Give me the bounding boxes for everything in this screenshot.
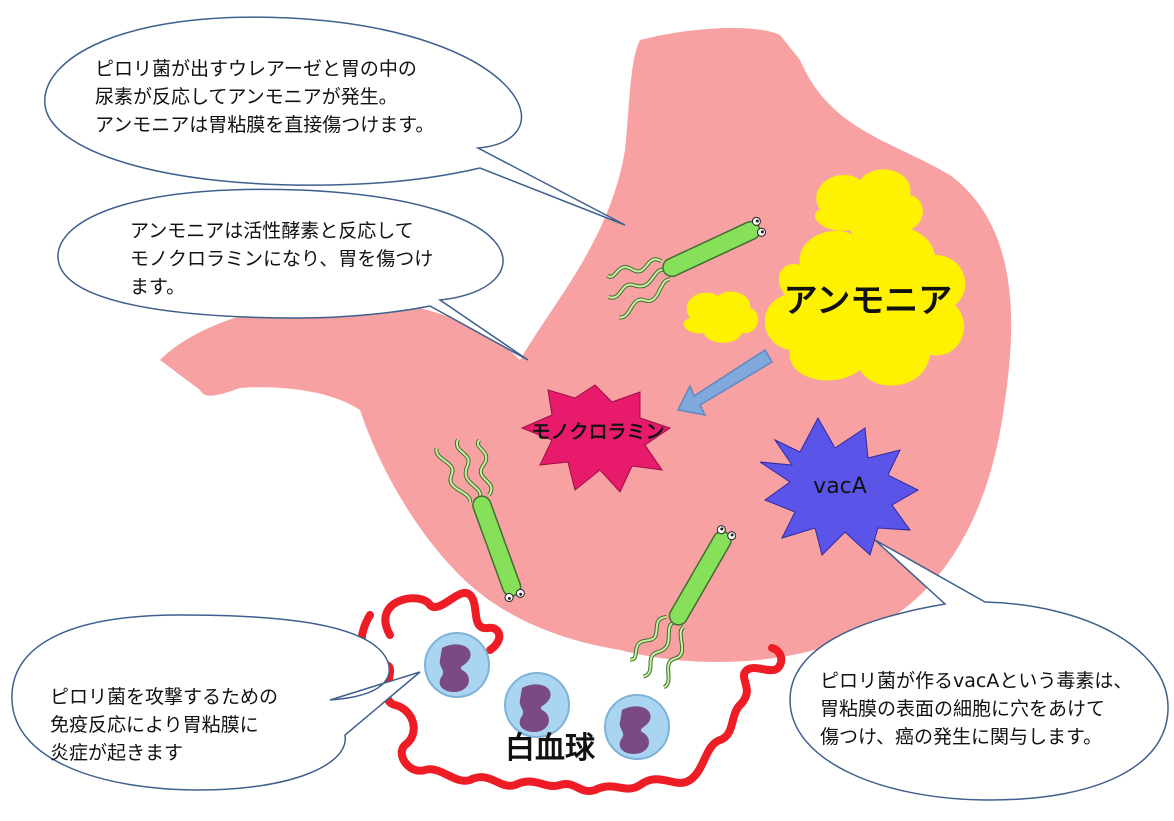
ammonia-label: アンモニア xyxy=(784,281,953,321)
bubble-vaca-line2: 胃粘膜の表面の細胞に穴をあけて xyxy=(820,698,1105,720)
vaca-label: vacA xyxy=(813,474,867,499)
speech-bubble-immune: ピロリ菌を攻撃するための 免疫反応により胃粘膜に 炎症が起きます xyxy=(12,615,420,790)
bubble-urease-line3: アンモニアは胃粘膜を直接傷つけます。 xyxy=(95,114,434,136)
monochloramine-label: モノクロラミン xyxy=(531,421,664,443)
bubble-vaca-line3: 傷つけ、癌の発生に関与します。 xyxy=(820,726,1102,748)
bubble-immune-line2: 免疫反応により胃粘膜に xyxy=(50,714,259,736)
white-blood-cell-icon xyxy=(425,633,489,697)
white-blood-cell-icon xyxy=(605,695,669,759)
bubble-urease-line2: 尿素が反応してアンモニアが発生。 xyxy=(95,86,398,108)
bubble-immune-line3: 炎症が起きます xyxy=(50,742,183,764)
bubble-monochloramine-line3: ます。 xyxy=(130,276,185,298)
white-blood-cell-label: 白血球 xyxy=(505,731,596,766)
bubble-urease-line1: ピロリ菌が出すウレアーゼと胃の中の xyxy=(95,58,417,80)
bubble-vaca-line1: ピロリ菌が作るvacAという毒素は、 xyxy=(820,670,1132,692)
bubble-monochloramine-line2: モノクロラミンになり、胃を傷つけ xyxy=(130,248,433,270)
white-blood-cell-icon xyxy=(505,673,569,737)
bubble-immune-line1: ピロリ菌を攻撃するための xyxy=(50,686,278,708)
bubble-monochloramine-line1: アンモニアは活性酵素と反応して xyxy=(130,220,414,242)
